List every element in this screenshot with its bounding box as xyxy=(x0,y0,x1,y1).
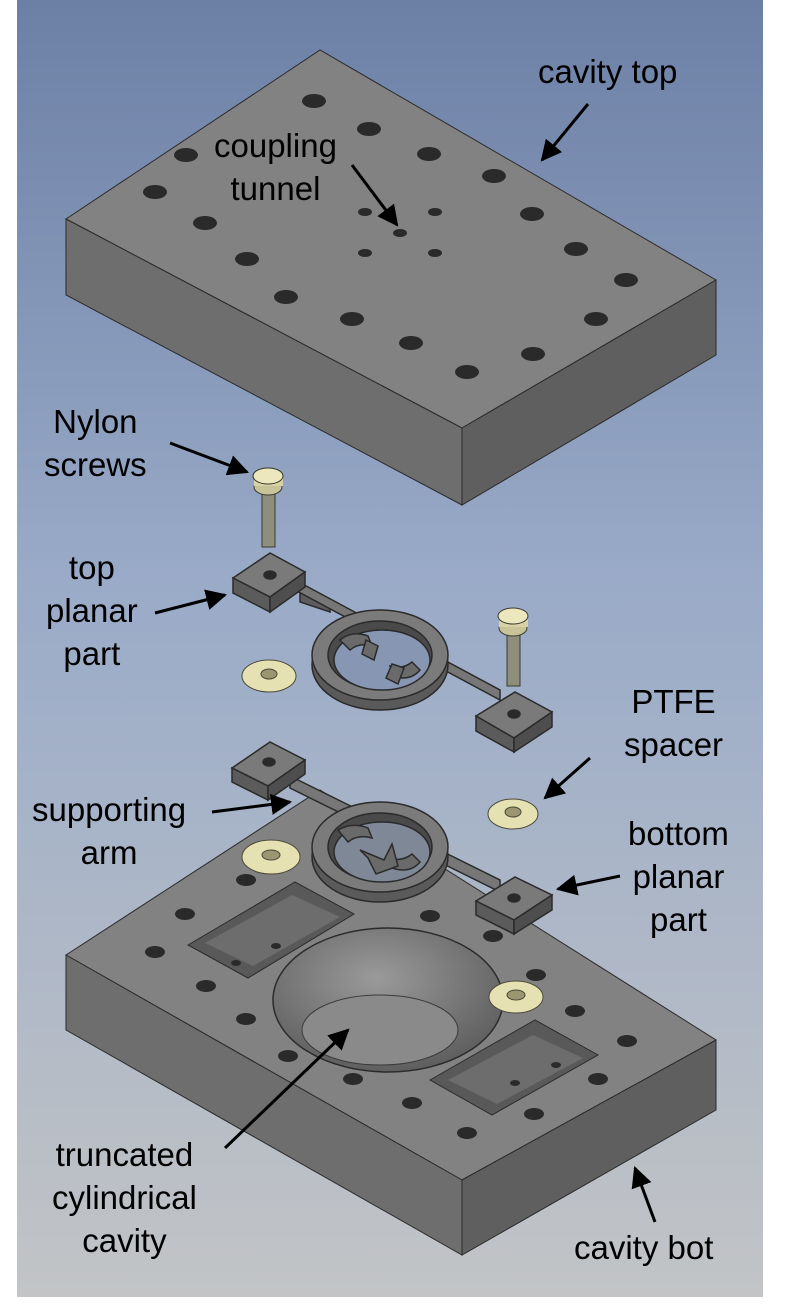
screw-hole xyxy=(526,969,546,981)
screw-hole xyxy=(340,312,364,326)
screw-hole xyxy=(343,1073,363,1085)
screw-hole xyxy=(420,910,440,922)
screw-hole xyxy=(455,365,479,379)
screw-hole xyxy=(584,312,608,326)
screw-hole xyxy=(302,94,326,108)
screw-hole xyxy=(357,122,381,136)
screw-hole xyxy=(510,1080,520,1086)
screw-hole xyxy=(564,242,588,256)
ptfe-spacer-bottom-right xyxy=(488,980,544,1014)
screw-hole xyxy=(236,1013,256,1025)
arrow-supporting-arm xyxy=(211,793,293,815)
arrow-top-planar-part xyxy=(154,589,228,615)
screw-hole xyxy=(614,273,638,287)
leader-arrows xyxy=(154,103,657,1223)
screw-hole xyxy=(617,1035,637,1047)
screw-hole xyxy=(145,946,165,958)
cavity-top-block xyxy=(65,49,717,506)
ptfe-spacer-bottom-left xyxy=(241,839,301,875)
screw-hole xyxy=(193,216,217,230)
label-truncated-cylindrical-cavity: truncated cylindrical cavity xyxy=(52,1136,197,1259)
screw-hole xyxy=(521,347,545,361)
label-nylon-screws: Nylon screws xyxy=(44,403,147,483)
label-cavity-top: cavity top xyxy=(538,53,678,90)
nylon-screw-left xyxy=(252,467,284,548)
label-cavity-bot: cavity bot xyxy=(574,1229,714,1266)
arrow-coupling-tunnel xyxy=(350,164,399,227)
screw-hole xyxy=(483,930,503,942)
screw-hole xyxy=(457,1127,477,1139)
screw-hole xyxy=(428,208,442,216)
label-supporting-arm: supporting arm xyxy=(32,791,187,871)
screw-hole xyxy=(402,1097,422,1109)
screw-hole xyxy=(417,147,441,161)
label-bottom-planar-part: bottom planar part xyxy=(628,815,729,938)
arrow-nylon-screws xyxy=(169,441,249,476)
cavity-top-side-face xyxy=(461,279,717,506)
screw-hole xyxy=(524,1108,544,1120)
screw-hole xyxy=(393,229,407,237)
screw-hole xyxy=(175,908,195,920)
cavity-bot-side-face xyxy=(461,1039,717,1256)
screw-hole xyxy=(358,249,372,257)
arrow-ptfe-spacer xyxy=(543,756,591,800)
nylon-screw-right xyxy=(497,607,529,687)
arrow-bottom-planar-part xyxy=(555,874,621,896)
screw-hole xyxy=(271,943,281,949)
screw-hole xyxy=(482,169,506,183)
arrow-cavity-bot xyxy=(631,1166,657,1223)
screw-hole xyxy=(358,208,372,216)
arrow-cavity-top xyxy=(540,103,590,162)
screw-hole xyxy=(399,336,423,350)
cavity-bot-block xyxy=(65,789,717,1256)
label-coupling-tunnel: coupling tunnel xyxy=(214,127,337,207)
screw-hole xyxy=(551,1062,561,1068)
screw-hole xyxy=(565,1005,585,1017)
arrow-truncated-cylindrical-cavity xyxy=(223,1028,350,1150)
screw-hole xyxy=(231,960,241,966)
screw-hole xyxy=(174,148,198,162)
top-planar-part xyxy=(231,552,554,754)
cavity-top-holes xyxy=(143,94,638,379)
screw-hole xyxy=(428,249,442,257)
screw-hole xyxy=(235,252,259,266)
ptfe-spacer-right xyxy=(487,798,539,830)
label-top-planar-part: top planar part xyxy=(46,549,138,672)
screw-hole xyxy=(278,1050,298,1062)
screw-hole xyxy=(520,207,544,221)
truncated-cylindrical-cavity-shape xyxy=(272,927,504,1073)
screw-hole xyxy=(143,185,167,199)
screw-hole xyxy=(274,290,298,304)
ptfe-spacer-left xyxy=(241,659,297,693)
screw-hole xyxy=(588,1073,608,1085)
cavity-bot-holes xyxy=(145,874,637,1139)
screw-hole xyxy=(196,980,216,992)
bottom-planar-part xyxy=(230,741,554,936)
screw-hole xyxy=(236,874,256,886)
label-ptfe-spacer: PTFE spacer xyxy=(624,683,724,763)
